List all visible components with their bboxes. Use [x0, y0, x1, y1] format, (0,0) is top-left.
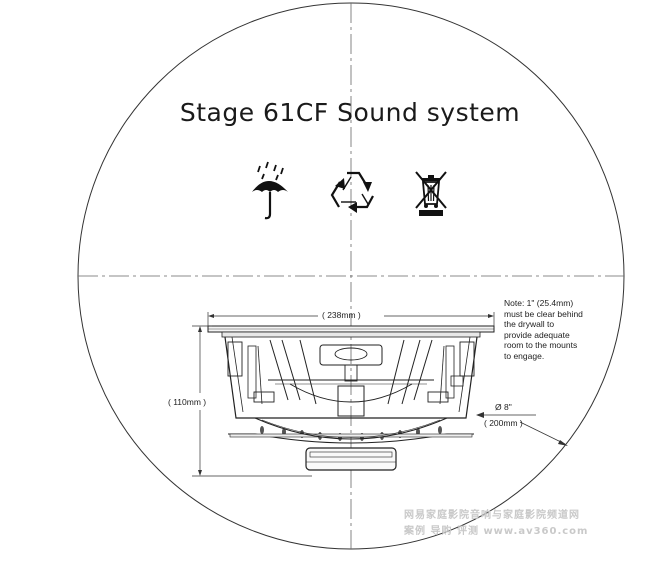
crossed-bin-icon [415, 171, 447, 216]
recycle-icon [330, 171, 374, 213]
width-dimension-label: ( 238mm ) [322, 310, 361, 320]
watermark-line1: 网易家庭影院音响与家庭影院频道网 [404, 510, 580, 521]
dimension-lines [192, 312, 568, 477]
clearance-note: Note: 1" (25.4mm) must be clear behind t… [504, 298, 624, 361]
note-line: to engage. [504, 350, 545, 361]
note-line: must be clear behind [504, 308, 583, 319]
height-dimension-label: ( 110mm ) [168, 397, 207, 407]
watermark-line2: 案例 导购 评测 www.av360.com [404, 526, 589, 537]
note-line: provide adequate [504, 329, 570, 340]
note-line: room to the mounts [504, 340, 578, 350]
note-line: the drywall to [504, 319, 555, 329]
speaker-cross-section [207, 325, 495, 471]
note-line: Note: 1" (25.4mm) [504, 298, 574, 308]
diameter-mm-label: ( 200mm ) [484, 418, 523, 428]
diameter-label: Ø 8" [495, 402, 512, 412]
umbrella-rain-icon [252, 161, 288, 220]
page-title: Stage 61CF Sound system [179, 98, 521, 127]
